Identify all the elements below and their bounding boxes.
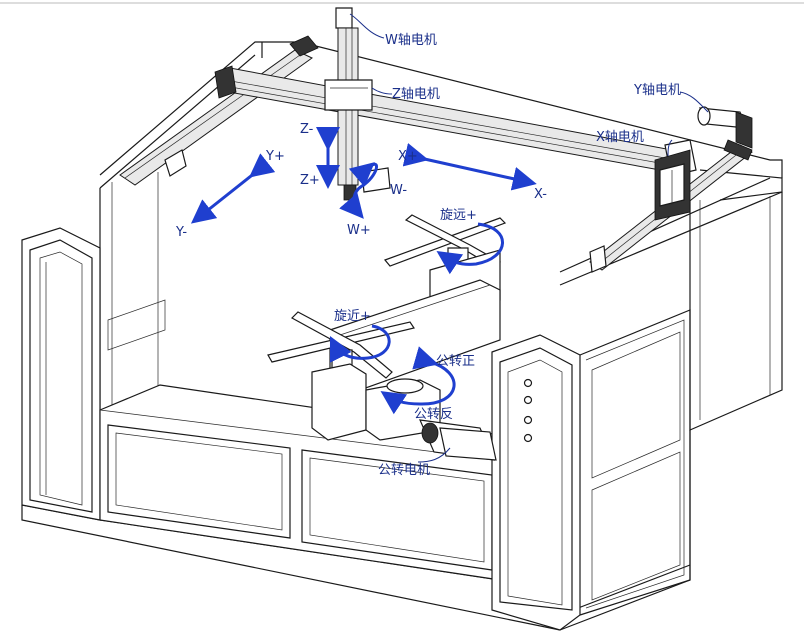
w-plus-label: W+ bbox=[347, 223, 371, 238]
y-minus-label: Y- bbox=[175, 225, 187, 240]
x-carriage bbox=[654, 139, 697, 221]
near-rotate-arrow bbox=[329, 324, 391, 363]
control-button-icon bbox=[523, 378, 533, 388]
near-rotate-plus-label: 旋近+ bbox=[334, 309, 371, 324]
revolve-arrow bbox=[380, 346, 456, 415]
w-rotation-arrow bbox=[339, 162, 378, 219]
x-plus-label: X+ bbox=[398, 149, 418, 164]
z-plus-label: Z+ bbox=[300, 173, 320, 188]
control-button-icon bbox=[523, 433, 533, 443]
left-pillar bbox=[21, 227, 101, 521]
y-axis-left-rail bbox=[119, 35, 319, 186]
control-button-icon bbox=[523, 415, 533, 425]
right-pillar bbox=[491, 309, 691, 631]
y-motor-label: Y轴电机 bbox=[633, 83, 681, 98]
revolve-positive-label: 公转正 bbox=[436, 354, 475, 369]
y-motor bbox=[697, 106, 753, 161]
far-rotate-arrow bbox=[436, 222, 504, 275]
y-axis-arrow bbox=[190, 153, 276, 224]
x-axis-arrow bbox=[402, 143, 537, 191]
callout-lines bbox=[349, 13, 709, 463]
revolve-negative-label: 公转反 bbox=[414, 407, 453, 422]
w-minus-label: W- bbox=[390, 183, 407, 198]
motion-arrows bbox=[190, 127, 537, 415]
x-minus-label: X- bbox=[534, 187, 547, 202]
z-motor-label: Z轴电机 bbox=[392, 87, 440, 102]
labels: W轴电机 Z轴电机 Y轴电机 X轴电机 Z- Z+ Y+ Y- X+ X- W-… bbox=[175, 33, 681, 478]
z-minus-label: Z- bbox=[300, 122, 314, 137]
w-motor-label: W轴电机 bbox=[385, 33, 437, 48]
far-rotate-plus-label: 旋远+ bbox=[440, 208, 477, 223]
control-button-icon bbox=[523, 395, 533, 405]
y-plus-label: Y+ bbox=[265, 149, 285, 164]
x-motor-label: X轴电机 bbox=[596, 130, 644, 145]
revolve-motor-label: 公转电机 bbox=[378, 463, 430, 478]
